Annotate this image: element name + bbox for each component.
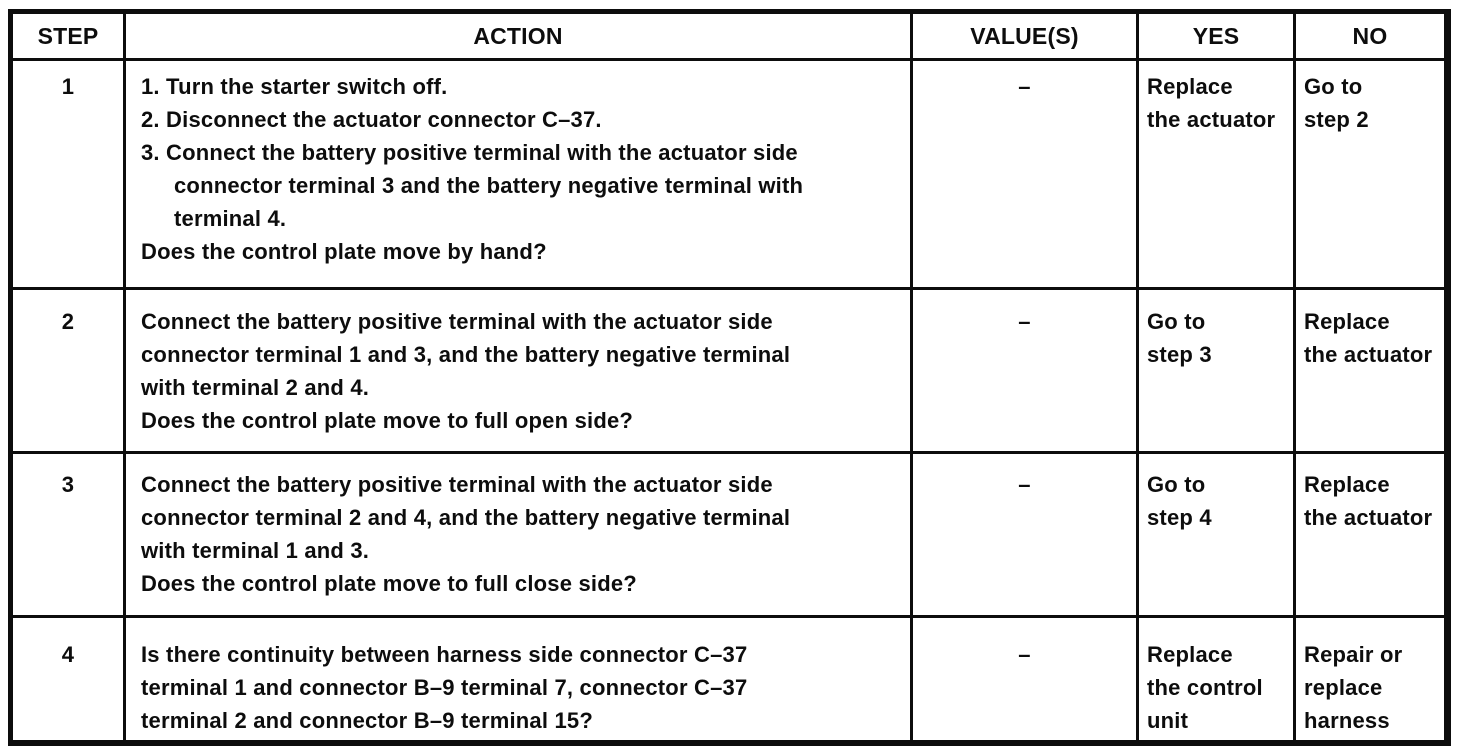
value-cell: – bbox=[913, 618, 1136, 740]
text-line: Replace bbox=[1304, 472, 1390, 497]
text-line: connector terminal 3 and the battery neg… bbox=[174, 173, 804, 198]
text-line: step 3 bbox=[1147, 342, 1212, 367]
text-line: terminal 2 and connector B–9 terminal 15… bbox=[141, 708, 594, 733]
text-line: connector terminal 1 and 3, and the batt… bbox=[141, 342, 791, 367]
action-cell: Is there continuity between harness side… bbox=[126, 618, 910, 740]
text-line: 3. Connect the battery positive terminal… bbox=[141, 140, 798, 165]
action-cell: 1. Turn the starter switch off. 2. Discon… bbox=[126, 61, 910, 287]
text-line: Repair or bbox=[1304, 642, 1403, 667]
text-line: Replace bbox=[1304, 309, 1390, 334]
text-line: step 2 bbox=[1304, 107, 1369, 132]
text-line: 2. Disconnect the actuator connector C–3… bbox=[141, 107, 602, 132]
text-line: Connect the battery positive terminal wi… bbox=[141, 472, 773, 497]
header-step: STEP bbox=[13, 14, 123, 58]
text-line: Connect the battery positive terminal wi… bbox=[141, 309, 773, 334]
value-cell: – bbox=[913, 61, 1136, 287]
text-line: Go to bbox=[1147, 309, 1206, 334]
text-line: with terminal 1 and 3. bbox=[141, 538, 370, 563]
action-cell: Connect the battery positive terminal wi… bbox=[126, 454, 910, 615]
text-line: harness bbox=[1304, 708, 1390, 733]
no-result-cell: Repair or replace harness bbox=[1296, 618, 1444, 740]
troubleshooting-table: STEP ACTION VALUE(S) YES NO 1 1. Turn th… bbox=[8, 9, 1451, 746]
text-line: the control bbox=[1147, 675, 1263, 700]
text-line: step 4 bbox=[1147, 505, 1212, 530]
text-line: Does the control plate move to full open… bbox=[141, 408, 634, 433]
no-result-cell: Replace the actuator bbox=[1296, 290, 1444, 451]
yes-result-cell: Go to step 3 bbox=[1139, 290, 1293, 451]
no-result-cell: Replace the actuator bbox=[1296, 454, 1444, 615]
text-line: terminal 4. bbox=[174, 206, 287, 231]
text-line: unit bbox=[1147, 708, 1189, 733]
header-action: ACTION bbox=[126, 14, 910, 58]
text-line: Does the control plate move by hand? bbox=[141, 239, 547, 264]
value-cell: – bbox=[913, 454, 1136, 615]
text-line: 1. Turn the starter switch off. bbox=[141, 74, 448, 99]
yes-result-cell: Replace the control unit bbox=[1139, 618, 1293, 740]
text-line: with terminal 2 and 4. bbox=[141, 375, 370, 400]
text-line: connector terminal 2 and 4, and the batt… bbox=[141, 505, 791, 530]
step-number-cell: 2 bbox=[13, 290, 123, 451]
text-line: the actuator bbox=[1304, 505, 1433, 530]
text-line: Replace bbox=[1147, 74, 1233, 99]
text-line: Does the control plate move to full clos… bbox=[141, 571, 637, 596]
text-line: Replace bbox=[1147, 642, 1233, 667]
header-yes: YES bbox=[1139, 14, 1293, 58]
text-line: Go to bbox=[1304, 74, 1363, 99]
yes-result-cell: Replace the actuator bbox=[1139, 61, 1293, 287]
step-number-cell: 4 bbox=[13, 618, 123, 740]
value-cell: – bbox=[913, 290, 1136, 451]
step-number-cell: 1 bbox=[13, 61, 123, 287]
text-line: Is there continuity between harness side… bbox=[141, 642, 748, 667]
text-line: the actuator bbox=[1147, 107, 1276, 132]
text-line: replace bbox=[1304, 675, 1383, 700]
text-line: terminal 1 and connector B–9 terminal 7,… bbox=[141, 675, 748, 700]
step-number-cell: 3 bbox=[13, 454, 123, 615]
action-cell: Connect the battery positive terminal wi… bbox=[126, 290, 910, 451]
no-result-cell: Go to step 2 bbox=[1296, 61, 1444, 287]
text-line: the actuator bbox=[1304, 342, 1433, 367]
header-values: VALUE(S) bbox=[913, 14, 1136, 58]
yes-result-cell: Go to step 4 bbox=[1139, 454, 1293, 615]
header-no: NO bbox=[1296, 14, 1444, 58]
text-line: Go to bbox=[1147, 472, 1206, 497]
